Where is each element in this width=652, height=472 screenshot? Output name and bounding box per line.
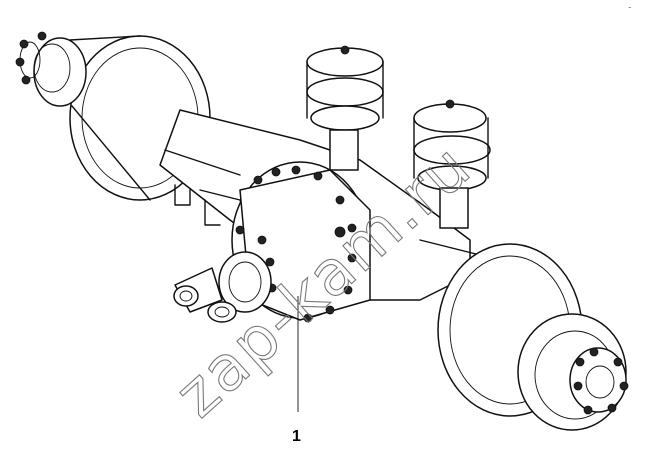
brake-chamber-left [306, 45, 384, 171]
corner-mark: ᐨ [628, 5, 632, 15]
right-brake-drum [437, 243, 629, 431]
callout-label-1: 1 [292, 428, 301, 445]
input-yoke [173, 251, 272, 323]
brake-chamber-right [413, 99, 491, 229]
